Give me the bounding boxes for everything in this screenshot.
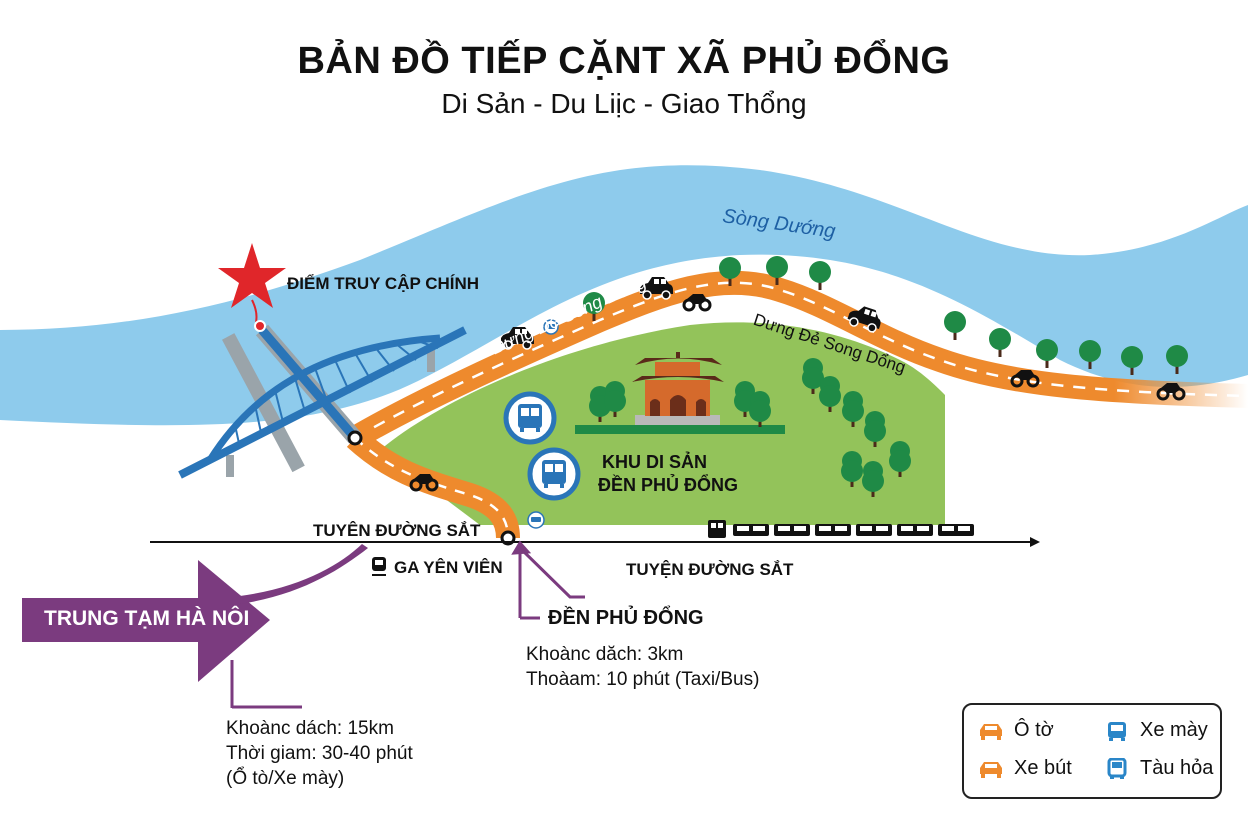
den-phu-dong-time: Thoàam: 10 phút (Taxi/Bus) bbox=[526, 669, 760, 690]
bus-stop-icon bbox=[543, 319, 559, 335]
heritage-area-line1: KHU DI SẢN bbox=[602, 452, 708, 472]
star-icon bbox=[218, 243, 286, 332]
railway-label-right: TUYỆN ĐƯỜNG SẮT bbox=[626, 560, 794, 579]
river bbox=[0, 165, 1248, 426]
bus-stop-icon bbox=[527, 511, 545, 529]
legend-item-train: Tàu hỏa bbox=[1104, 757, 1213, 780]
hanoi-arrow bbox=[22, 544, 368, 709]
den-phu-dong-pointer bbox=[511, 540, 585, 620]
bus-icon bbox=[503, 391, 557, 445]
hanoi-time: Thời giam: 30-40 phút bbox=[226, 743, 413, 764]
hanoi-modes: (Ổ tò/Xe mày) bbox=[226, 768, 345, 789]
temple-icon bbox=[575, 352, 785, 434]
heritage-area-line2: ĐỀN PHỦ ĐỔNG bbox=[598, 475, 739, 495]
den-phu-dong-title: ĐỀN PHỦ ĐỔNG bbox=[548, 607, 704, 629]
legend-label: Tàu hỏa bbox=[1140, 757, 1214, 779]
junction-node bbox=[347, 430, 363, 446]
legend: Ô tờ Xe mày Xe bút Tàu hỏa bbox=[962, 703, 1222, 799]
car-icon bbox=[980, 761, 1002, 778]
bus-icon bbox=[1108, 721, 1126, 741]
train-icon bbox=[1107, 757, 1127, 779]
page-title: BẢN ĐỒ TIẾP CẶNT XÃ PHỦ ĐỔNG bbox=[297, 40, 951, 82]
train-icon bbox=[708, 520, 974, 538]
page-subtitle: Di Sản - Du Liịc - Giao Thổng bbox=[441, 88, 807, 119]
legend-item-car: Ô tờ bbox=[978, 719, 1054, 742]
railway-label-left: TUYÊN ĐƯỜNG SẮT bbox=[313, 521, 481, 540]
bridge bbox=[178, 324, 467, 479]
hanoi-arrow-label: TRUNG TẠM HÀ NÔI bbox=[44, 607, 250, 630]
den-phu-dong-distance: Khoànc dăch: 3km bbox=[526, 644, 684, 665]
bus-icon bbox=[527, 447, 581, 501]
station-train-icon bbox=[372, 557, 386, 576]
legend-label: Xe mày bbox=[1140, 719, 1208, 741]
main-access-point-label: ĐIỂM TRUY CẬP CHÍNH bbox=[287, 274, 480, 293]
legend-label: Ô tờ bbox=[1014, 719, 1054, 741]
station-label: GA YÊN VIÊN bbox=[394, 558, 503, 577]
hanoi-distance: Khoànc dách: 15km bbox=[226, 718, 394, 739]
legend-item-bus: Xe bút bbox=[978, 757, 1072, 780]
car-icon bbox=[980, 723, 1002, 740]
legend-label: Xe bút bbox=[1014, 757, 1072, 779]
legend-item-motorbike: Xe mày bbox=[1104, 719, 1208, 742]
